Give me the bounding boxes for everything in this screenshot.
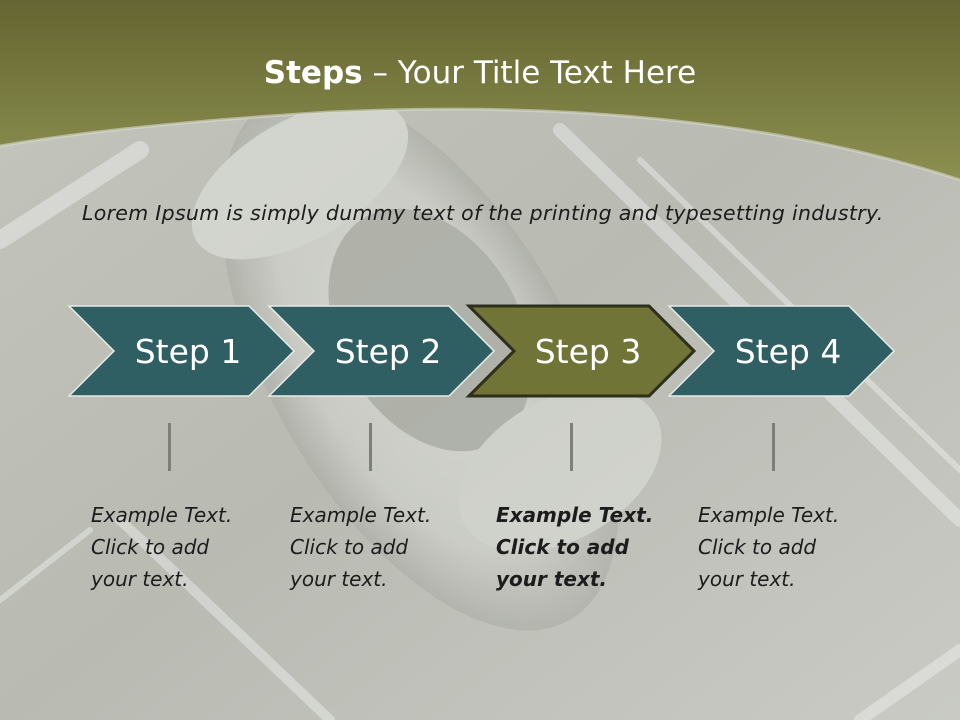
step-example-text-4[interactable]: Example Text. Click to add your text. bbox=[698, 499, 873, 595]
example-line: Click to add bbox=[496, 535, 629, 559]
step-connector-3 bbox=[570, 423, 573, 471]
example-line: Example Text. bbox=[698, 503, 840, 527]
slide-title[interactable]: Steps – Your Title Text Here bbox=[0, 55, 960, 91]
body-text[interactable]: Lorem Ipsum is simply dummy text of the … bbox=[82, 201, 884, 225]
example-line: your text. bbox=[496, 567, 608, 591]
step-chevron-2[interactable] bbox=[267, 305, 496, 397]
step-label-3: Step 3 bbox=[535, 332, 642, 371]
step-label-1: Step 1 bbox=[135, 332, 242, 371]
step-connector-4 bbox=[772, 423, 775, 471]
example-line: your text. bbox=[698, 567, 796, 591]
example-line: Click to add bbox=[91, 535, 210, 559]
example-line: Example Text. bbox=[290, 503, 432, 527]
step-chevron-1[interactable] bbox=[67, 305, 296, 397]
example-line: Example Text. bbox=[496, 503, 654, 527]
step-connector-2 bbox=[369, 423, 372, 471]
step-label-4: Step 4 bbox=[735, 332, 842, 371]
example-line: your text. bbox=[290, 567, 388, 591]
step-example-text-3[interactable]: Example Text. Click to add your text. bbox=[496, 499, 671, 595]
step-example-text-2[interactable]: Example Text. Click to add your text. bbox=[290, 499, 465, 595]
example-line: Click to add bbox=[698, 535, 817, 559]
step-label-2: Step 2 bbox=[335, 332, 442, 371]
example-line: your text. bbox=[91, 567, 189, 591]
example-line: Example Text. bbox=[91, 503, 233, 527]
step-chevron-4[interactable] bbox=[667, 305, 896, 397]
step-chevron-3[interactable] bbox=[465, 304, 697, 398]
step-connector-1 bbox=[168, 423, 171, 471]
title-rest: – Your Title Text Here bbox=[362, 55, 697, 91]
example-line: Click to add bbox=[290, 535, 409, 559]
step-example-text-1[interactable]: Example Text. Click to add your text. bbox=[91, 499, 266, 595]
title-bold: Steps bbox=[263, 55, 363, 91]
